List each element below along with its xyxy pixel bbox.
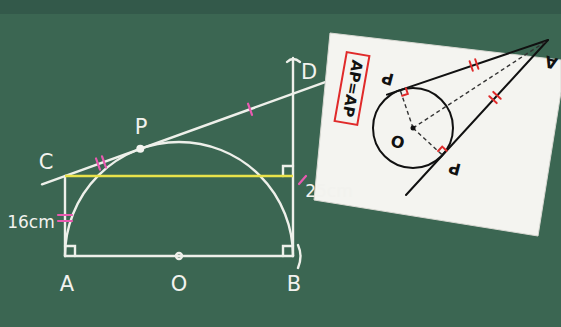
point-label: D bbox=[301, 62, 317, 83]
diameter-line bbox=[65, 255, 293, 257]
right-angle-mark bbox=[438, 147, 447, 151]
card-center bbox=[411, 126, 416, 131]
point-label: B bbox=[287, 274, 301, 295]
card-dashed-line bbox=[413, 40, 548, 128]
right-angle-mark bbox=[283, 246, 293, 256]
segment-bd bbox=[292, 58, 294, 256]
hint-card bbox=[314, 33, 561, 236]
equal-tick bbox=[493, 92, 500, 99]
auxiliary-line bbox=[65, 175, 293, 177]
right-angle-mark bbox=[283, 166, 293, 176]
dimension-label: 25cm bbox=[305, 183, 353, 200]
equal-tick bbox=[102, 156, 106, 167]
dimension-mark bbox=[299, 176, 306, 184]
point-label: O bbox=[171, 274, 188, 295]
equal-tick bbox=[58, 220, 72, 222]
semicircle-arc bbox=[65, 142, 293, 256]
point-label: P bbox=[135, 117, 148, 138]
card-tangent bbox=[406, 40, 548, 195]
equal-tick bbox=[248, 104, 252, 115]
board-top-band bbox=[0, 0, 561, 14]
equal-tick bbox=[489, 96, 496, 103]
tangent-line bbox=[42, 71, 355, 184]
right-angle-mark bbox=[65, 246, 75, 256]
point-label: A bbox=[60, 274, 74, 295]
equal-tick bbox=[470, 61, 473, 70]
tangent-point bbox=[136, 145, 144, 153]
compass-mark bbox=[298, 245, 301, 268]
equal-tick bbox=[475, 59, 478, 68]
right-angle-mark bbox=[402, 88, 408, 96]
center-point bbox=[176, 253, 182, 259]
dimension-label: 16cm bbox=[7, 214, 55, 231]
compass-mark bbox=[287, 59, 300, 62]
equal-tick bbox=[96, 159, 100, 170]
equal-tick bbox=[58, 214, 72, 216]
point-label: C bbox=[39, 152, 54, 173]
